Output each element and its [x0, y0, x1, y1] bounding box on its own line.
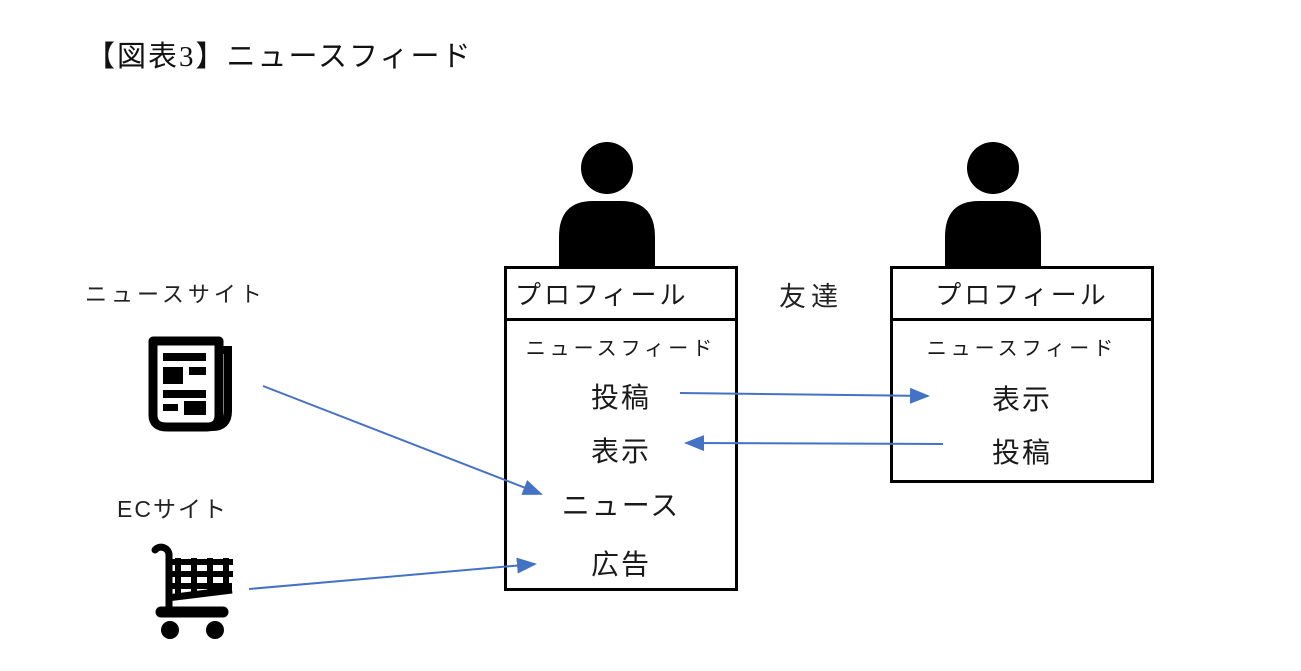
profile-header: プロフィール: [893, 269, 1151, 321]
figure-title: 【図表3】ニュースフィード: [86, 41, 473, 73]
newspaper-icon: [148, 336, 232, 432]
profile-box-left: プロフィール ニュースフィード 投稿 表示 ニュース 広告: [504, 266, 738, 591]
person-icon: [945, 142, 1041, 267]
newsfeed-title: ニュースフィード: [525, 338, 717, 360]
feed-item-news: ニュース: [561, 490, 681, 521]
profile-box-right: プロフィール ニュースフィード 表示 投稿: [890, 266, 1154, 483]
friend-label: 友達: [779, 282, 843, 312]
feed-item-display: 表示: [590, 436, 651, 467]
feed-item-ad: 広告: [590, 549, 651, 580]
newsfeed-title: ニュースフィード: [926, 338, 1118, 360]
news-site-label: ニュースサイト: [85, 282, 266, 307]
feed-item-post: 投稿: [590, 382, 651, 413]
person-icon: [559, 142, 655, 267]
arrow-newssite-to-news: [262, 385, 543, 495]
feed-item-display: 表示: [991, 384, 1052, 415]
ec-site-label: ECサイト: [117, 496, 228, 522]
arrow-ecsite-to-ad: [248, 557, 537, 590]
profile-header: プロフィール: [507, 269, 735, 321]
shopping-cart-icon: [151, 543, 233, 639]
feed-item-post: 投稿: [991, 437, 1052, 468]
